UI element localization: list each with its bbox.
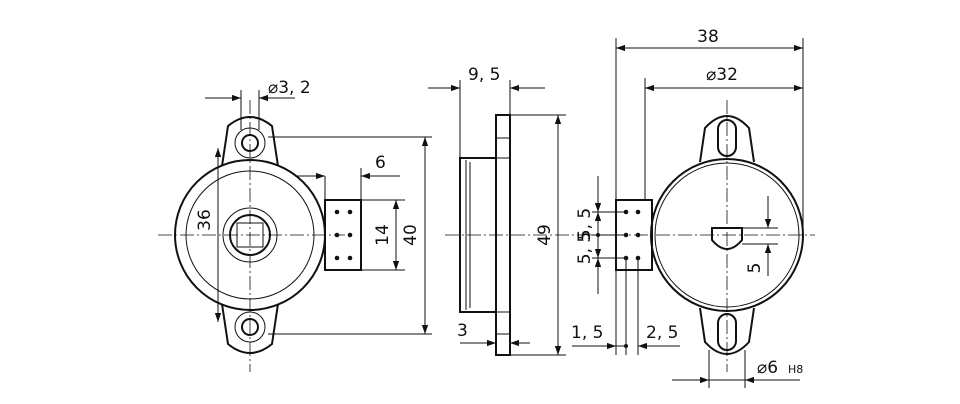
- sound-outlet-ring: [222, 207, 278, 263]
- rear-terminal-pins: [623, 209, 641, 261]
- dim-pin-pitch-upper: 5, 5: [575, 208, 595, 240]
- terminal-pins: [334, 209, 353, 261]
- dim-body-height: 36: [195, 209, 215, 231]
- dim-terminal-span: 14: [373, 224, 393, 246]
- dim-side-height: 49: [535, 224, 555, 246]
- dim-hole-diameter: ⌀3, 2: [268, 78, 311, 98]
- sound-outlet-hole: [229, 214, 271, 256]
- rear-keyway: [711, 227, 743, 250]
- rear-top-slot: [717, 119, 737, 157]
- dim-depth: 9, 5: [468, 65, 500, 85]
- rear-bottom-slot: [717, 313, 737, 351]
- dim-flange: 3: [457, 321, 468, 341]
- front-view: ⌀3, 2 6 36 14 40: [158, 78, 432, 372]
- dim-slot-height: 5: [745, 263, 765, 274]
- top-mounting-lug: [221, 116, 279, 167]
- dim-terminal-width: 6: [375, 153, 386, 173]
- rear-bottom-lug: [699, 307, 755, 355]
- dim-hole-diameter-rear: ⌀6: [757, 358, 778, 378]
- rear-view: 38 ⌀32 5, 5 5, 5 5 1, 5 2, 5: [571, 27, 815, 388]
- dim-hole-tolerance: H8: [788, 363, 803, 376]
- top-lug-hole: [234, 127, 266, 159]
- bottom-lug-hole: [234, 311, 266, 343]
- top-lug-bore: [241, 134, 259, 152]
- dim-pin-pitch-lower: 5, 5: [575, 232, 595, 264]
- bottom-lug-bore: [241, 318, 259, 336]
- rear-top-lug: [699, 115, 755, 163]
- outlet-square: [236, 222, 264, 248]
- dim-rear-width: 38: [697, 27, 719, 47]
- bottom-mounting-lug: [221, 303, 279, 354]
- side-flange: [495, 114, 511, 356]
- side-view: 9, 5 49 3: [428, 65, 585, 356]
- dim-left-offset: 1, 5: [571, 323, 603, 343]
- dim-body-diameter: ⌀32: [706, 65, 738, 85]
- housing-inner-circle: [185, 170, 315, 300]
- dim-overall-height: 40: [401, 224, 421, 246]
- dim-pin-offset: 2, 5: [646, 323, 678, 343]
- terminal-block: [324, 199, 362, 271]
